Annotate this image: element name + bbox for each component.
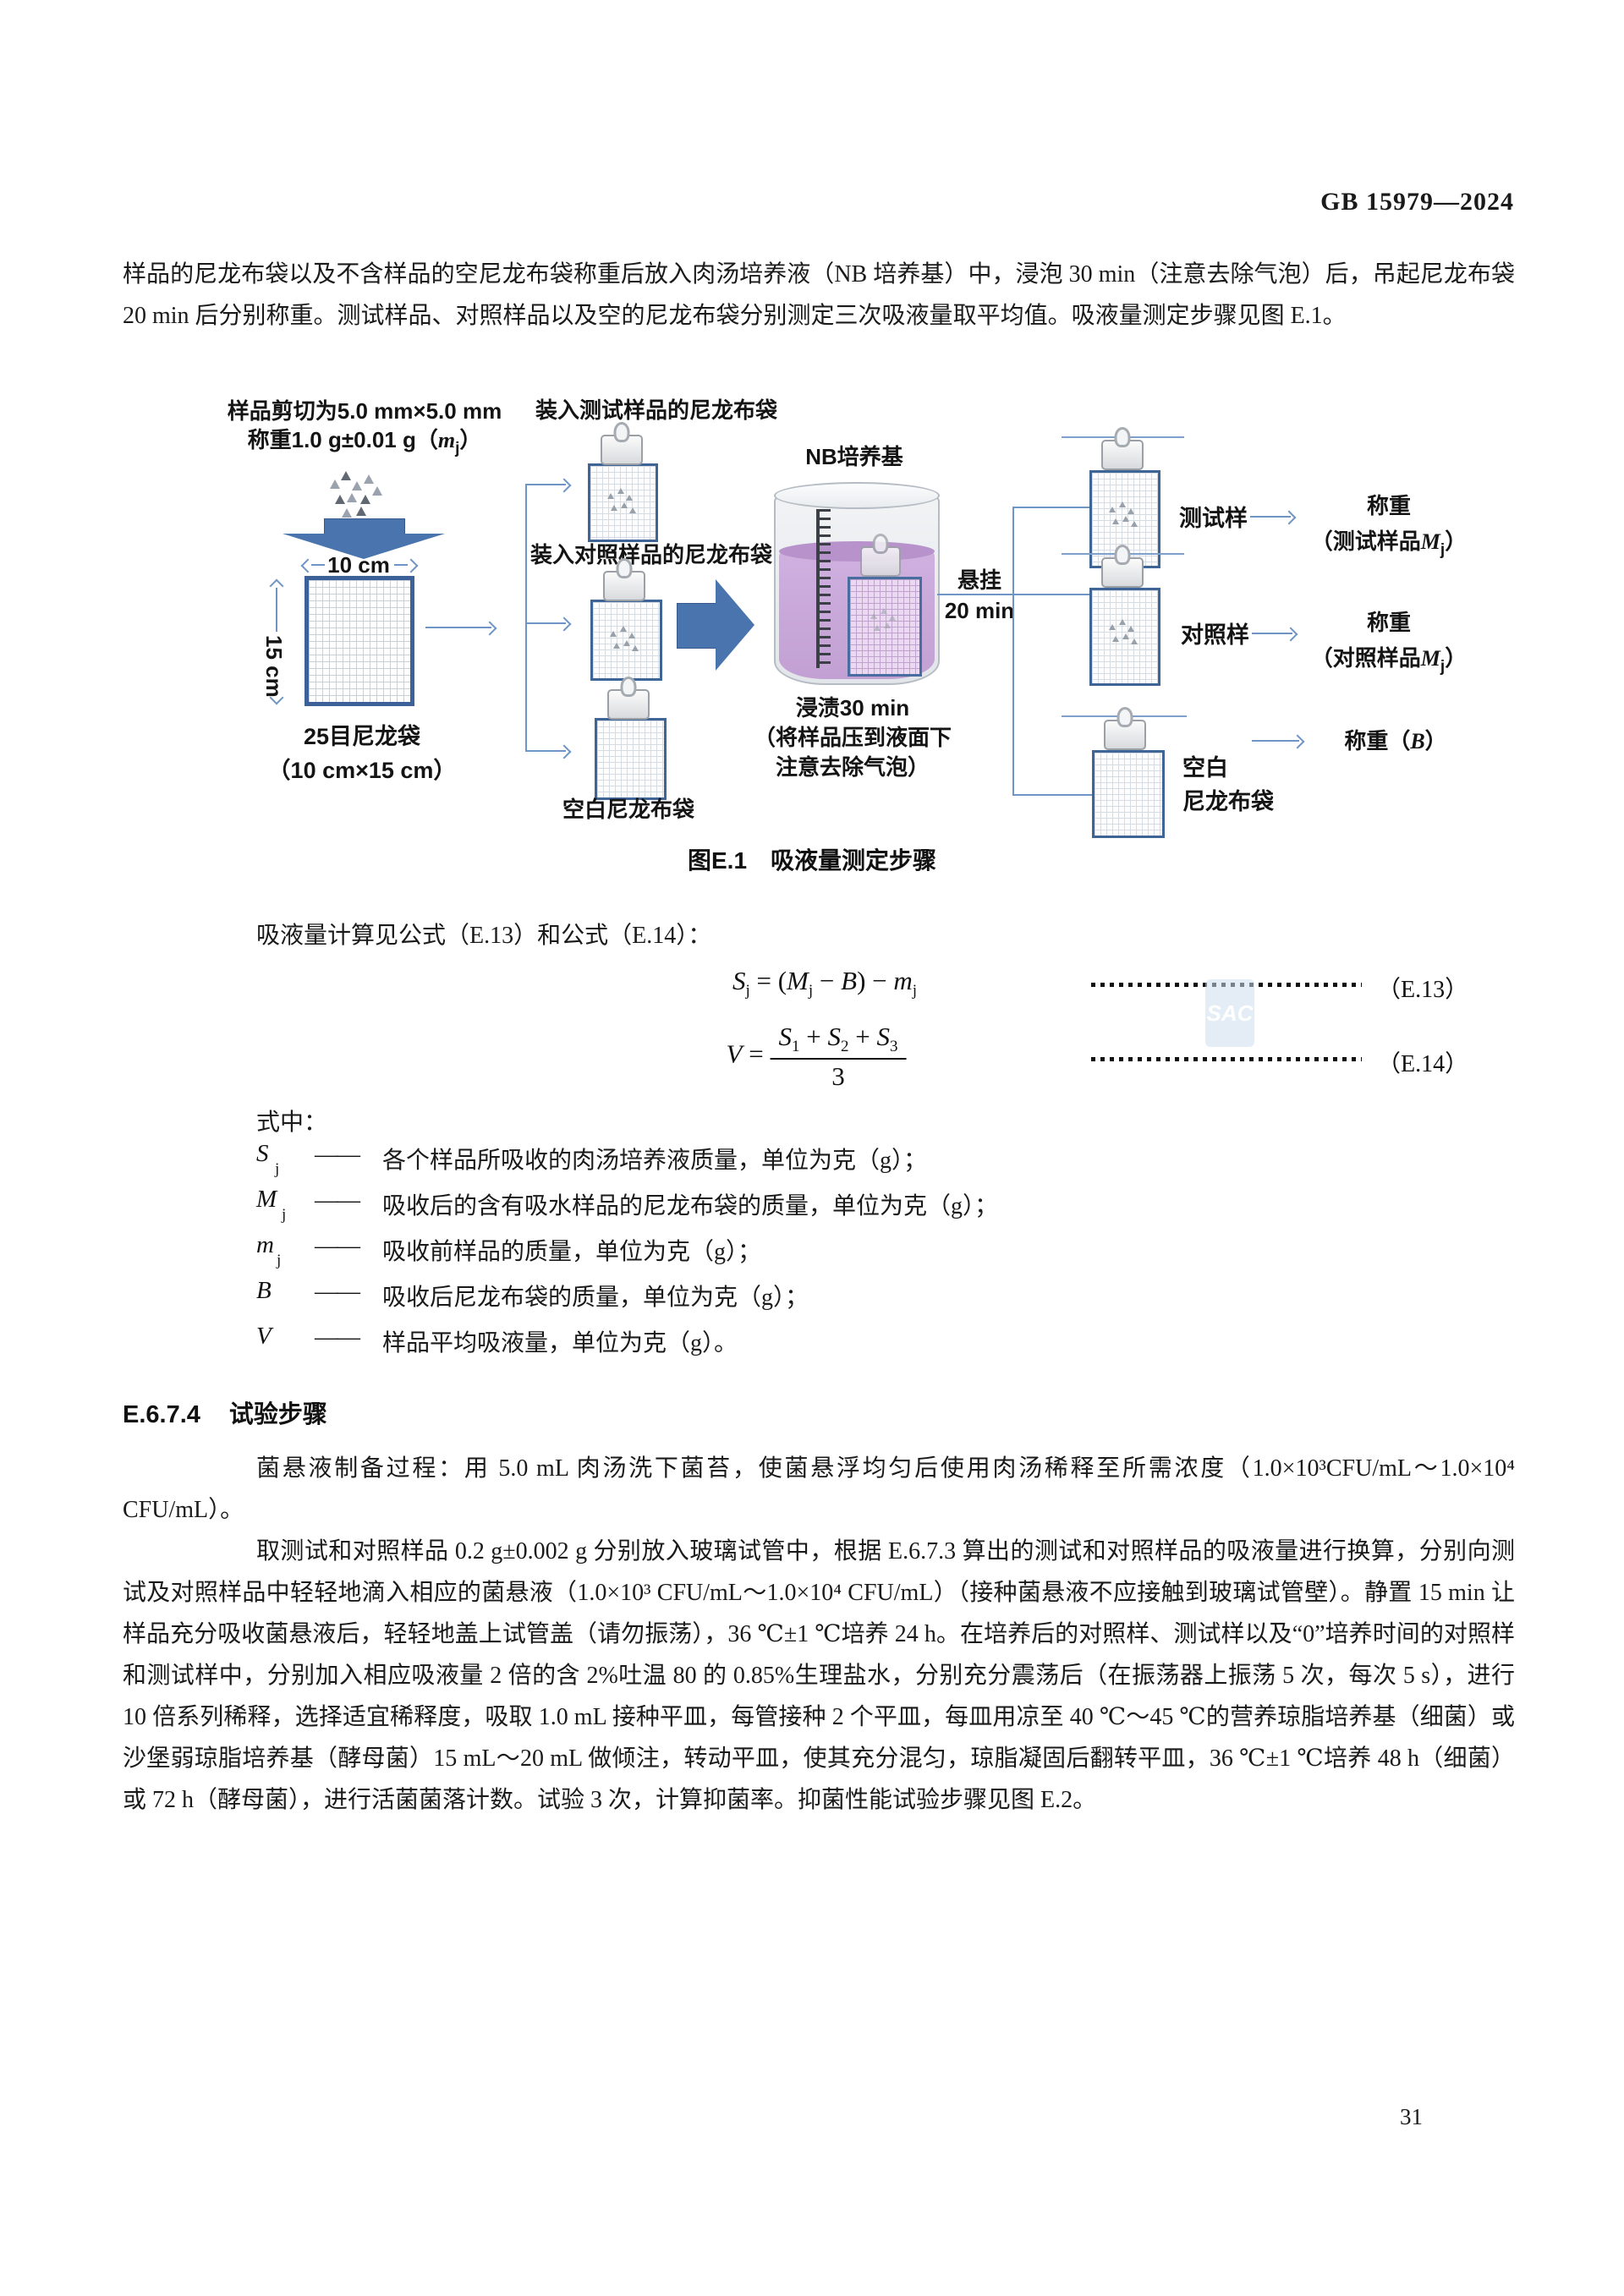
sample-cut-note-line1: 样品剪切为5.0 mm×5.0 mm [227,398,502,424]
sac-watermark: SAC [1205,979,1254,1047]
hang-label-line2: 20 min [944,598,1015,623]
hung-control-bag [1089,588,1160,686]
down-arrow-head-icon [283,534,445,559]
label-nb-medium: NB培养基 [805,444,903,469]
binder-clip-icon [1101,440,1144,470]
submerged-bag [848,577,922,677]
row-blank-label-line2: 尼龙布袋 [1182,789,1274,814]
row-test-weigh-detail: （测试样品Mj） [1310,529,1468,559]
flow-arrow [425,627,491,628]
paragraph-test-steps: 取测试和对照样品 0.2 g±0.002 g 分别放入玻璃试管中，根据 E.6.… [123,1538,1515,1813]
binder-clip-icon [1104,720,1146,750]
label-blank-bag: 空白尼龙布袋 [562,797,695,822]
soak-note-line1: 浸渍30 min [795,695,910,721]
label-control-bag: 装入对照样品的尼龙布袋 [530,542,773,567]
binder-clip-icon [1101,557,1144,588]
dim-left-arrow-icon [300,558,315,573]
hang-label-line1: 悬挂 [957,567,1002,593]
hung-blank-bag [1092,750,1165,838]
paragraph-suspension: 菌悬液制备过程：用 5.0 mL 肉汤洗下菌苔，使菌悬浮均匀后使用肉汤稀释至所需… [123,1455,1515,1523]
ruler-icon [816,509,831,668]
row-control-label: 对照样 [1181,622,1249,648]
binder-clip-icon [860,546,901,577]
binder-clip-icon [603,571,645,601]
intro-paragraph: 样品的尼龙布袋以及不含样品的空尼龙布袋称重后放入肉汤培养液（NB 培养基）中，浸… [123,261,1515,329]
dim-right-arrow-icon [403,558,419,573]
where-label: 式中： [256,1110,328,1136]
row-control-weigh: 称重 [1366,610,1412,635]
hang-bracket-line [1012,507,1014,796]
formula-e14-number: （E.14） [1377,1051,1469,1077]
leader-dots [1091,1057,1362,1061]
sample-pieces-icon [328,458,389,525]
hang-connector-line [937,594,1012,595]
row-test-weigh: 称重 [1366,493,1412,518]
figure-caption: 图E.1 吸液量测定步骤 [687,847,937,874]
right-arrow-head-icon [716,579,754,671]
beaker [774,482,940,685]
page-number: 31 [1400,2104,1423,2129]
standard-code: GB 15979—2024 [1320,188,1514,216]
bag-caption-line2: （10 cm×15 cm） [267,758,457,783]
binder-clip-icon [607,689,650,720]
nylon-mesh-sheet [304,576,414,706]
row-control-weigh-detail: （对照样品Mj） [1310,645,1468,676]
soak-note-line3: 注意去除气泡） [775,754,930,780]
figure-e1: 样品剪切为5.0 mm×5.0 mm 称重1.0 g±0.01 g（mj） 10… [127,385,1531,841]
binder-clip-icon [601,435,643,465]
down-arrow-icon [324,518,405,535]
right-arrow-icon [677,603,717,649]
blank-bag [595,718,667,800]
row-test-label: 测试样 [1179,506,1248,531]
label-test-bag: 装入测试样品的尼龙布袋 [535,397,778,423]
dim-width-label: 10 cm [327,552,390,578]
row-blank-label-line1: 空白 [1182,755,1228,781]
sample-cut-note-line2: 称重1.0 g±0.01 g（mj） [247,427,482,458]
bag-caption-line1: 25目尼龙袋 [303,724,421,749]
formula-e13: Sj = (Mj − B) − mj [732,966,918,1000]
formula-intro: 吸液量计算见公式（E.13）和公式（E.14）： [256,923,712,949]
row-blank-weigh: 称重（B） [1344,728,1447,753]
soak-note-line2: （将样品压到液面下 [753,725,952,750]
dim-height-label: 15 cm [261,635,288,698]
control-sample-bag [590,600,662,681]
split-bracket-line [525,485,527,752]
test-sample-bag [588,463,658,542]
formula-e13-number: （E.13） [1377,977,1469,1003]
